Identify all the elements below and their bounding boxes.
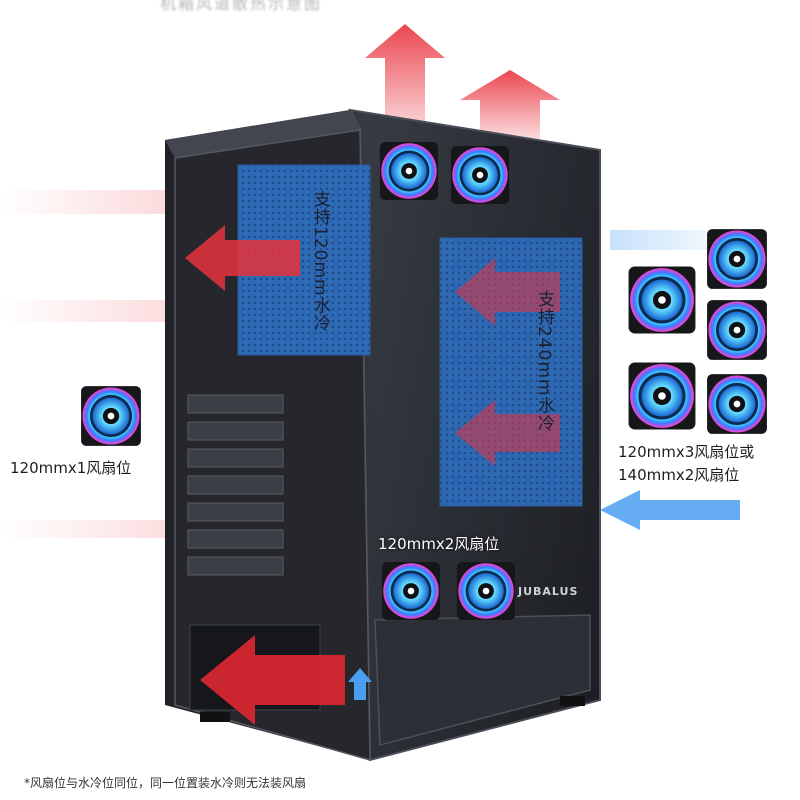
bottom-fan-label: 120mmx2风扇位 bbox=[378, 535, 500, 553]
front-radiator-label: 支持240mm水冷 bbox=[534, 290, 554, 433]
front-fan-large-2 bbox=[628, 362, 696, 430]
front-fan-small-3 bbox=[707, 374, 767, 434]
brand-logo: JUBALUS bbox=[518, 585, 579, 598]
bottom-fan-1 bbox=[381, 561, 441, 621]
front-fan-label-line2: 140mmx2风扇位 bbox=[618, 466, 740, 484]
rear-fan-label: 120mmx1风扇位 bbox=[10, 459, 132, 477]
front-fan-large-1 bbox=[628, 266, 696, 334]
rear-fan bbox=[81, 386, 141, 446]
top-fan-2 bbox=[450, 145, 510, 205]
headline-text: 机箱风道散热示意图 bbox=[160, 0, 323, 13]
front-fan-label-line1: 120mmx3风扇位或 bbox=[618, 443, 755, 461]
top-fan-1 bbox=[379, 141, 439, 201]
bottom-fan-2 bbox=[456, 561, 516, 621]
front-fan-small-1 bbox=[707, 229, 767, 289]
front-fan-small-2 bbox=[707, 300, 767, 360]
internal-airflow bbox=[185, 225, 560, 725]
top-radiator-label: 支持120mm水冷 bbox=[310, 190, 330, 333]
footnote: *风扇位与水冷位同位，同一位置装水冷则无法装风扇 bbox=[24, 776, 307, 790]
